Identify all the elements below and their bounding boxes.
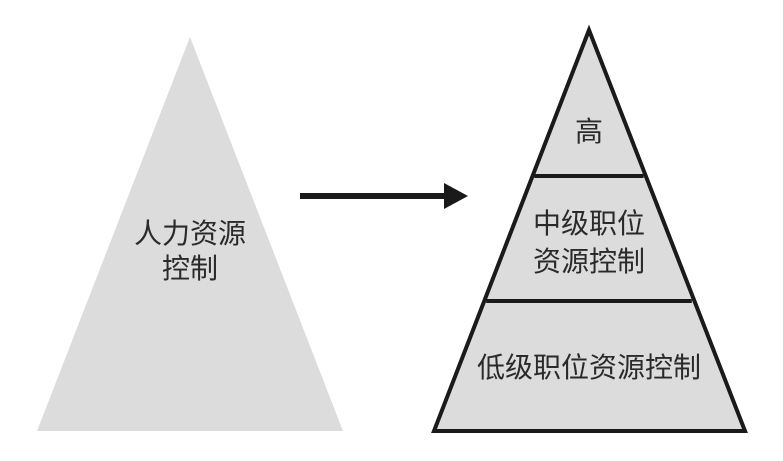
pyramid-tier-middle-label-line2: 资源控制 [533,245,645,278]
right-arrow [300,183,468,209]
arrow-head [444,183,468,209]
left-triangle [37,37,343,431]
right-pyramid: 高 中级职位 资源控制 低级职位资源控制 [431,24,748,433]
pyramid-tier-middle-label-line1: 中级职位 [533,207,645,240]
pyramid-tier-bottom-label: 低级职位资源控制 [477,351,701,384]
left-triangle-label-line2: 控制 [162,252,218,285]
left-triangle-label-line1: 人力资源 [134,217,246,250]
pyramid-outline [431,24,748,433]
pyramid-tier-top-label: 高 [575,115,603,148]
